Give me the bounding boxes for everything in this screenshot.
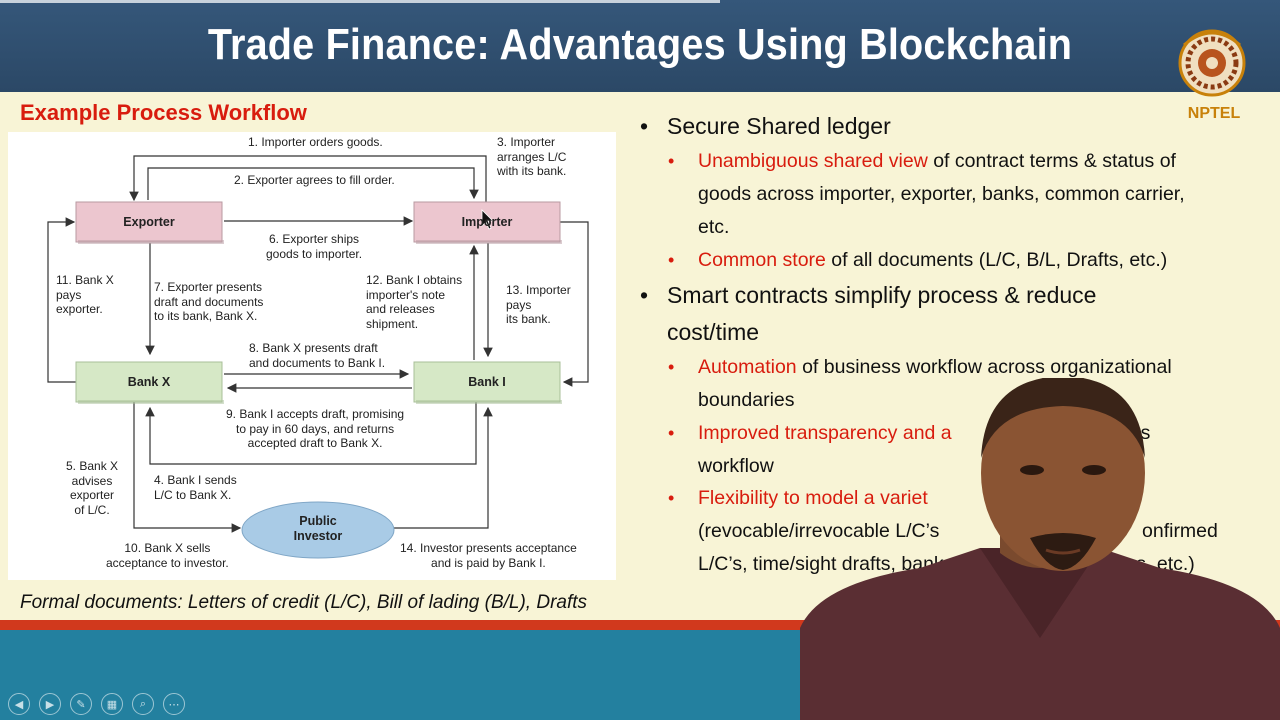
step-4-label: 4. Bank I sends L/C to Bank X. — [154, 473, 237, 502]
slide-title: Trade Finance: Advantages Using Blockcha… — [207, 20, 1073, 69]
step-10-label: 10. Bank X sells acceptance to investor. — [106, 541, 229, 570]
more-icon[interactable]: ⋯ — [163, 693, 185, 715]
arrow-13 — [560, 221, 589, 387]
bullet-flexibility-line2-tail: onfirmed — [1142, 520, 1218, 542]
step-9-label: 9. Bank I accepts draft, promising to pa… — [226, 407, 405, 450]
next-icon[interactable]: ▶ — [39, 693, 61, 715]
title-bar-top-line — [0, 0, 720, 3]
formal-documents-caption: Formal documents: Letters of credit (L/C… — [20, 592, 588, 613]
step-2-label: 2. Exporter agrees to fill order. — [234, 173, 395, 187]
step-5-label: 5. Bank X advises exporter of L/C. — [66, 459, 119, 517]
bank-x-label: Bank X — [127, 375, 171, 389]
step-7-label: 7. Exporter presents draft and documents… — [154, 280, 264, 323]
bullet-flexibility: •Flexibility to model a variet — [668, 487, 928, 509]
arrow-14 — [394, 406, 493, 529]
workflow-diagram: Exporter Importer Bank X Bank I Public I… — [8, 132, 616, 580]
step-3-label: 3. Importer arranges L/C with its bank. — [497, 135, 567, 178]
nptel-logo-icon — [1178, 29, 1246, 97]
slides-icon[interactable]: ▦ — [101, 693, 123, 715]
bullet-flexibility-line2: (revocable/irrevocable L/C’s — [698, 520, 940, 542]
bullet-shared-view-line2: goods across importer, exporter, banks, … — [698, 183, 1185, 205]
bank-i-label: Bank I — [468, 375, 506, 389]
bullet-flexibility-line3: L/C’s, time/sight drafts, bank — [698, 553, 944, 575]
step-8-label: 8. Bank X presents draft and documents t… — [249, 341, 386, 370]
bullet-transparency-line2: workflow — [698, 455, 774, 477]
bullet-transparency: •Improved transparency and a — [668, 422, 952, 444]
step-14-label: 14. Investor presents acceptance and is … — [400, 541, 577, 570]
bullet-shared-view: •Unambiguous shared view of contract ter… — [668, 150, 1176, 172]
arrow-11 — [47, 217, 76, 383]
exporter-label: Exporter — [123, 215, 175, 229]
bullet-automation-line2: boundaries — [698, 389, 795, 411]
arrow-1 — [129, 155, 487, 202]
nptel-logo-label: NPTEL — [1187, 105, 1241, 122]
arrow-4 — [145, 402, 477, 465]
step-11-label: 11. Bank X pays exporter. — [56, 273, 114, 316]
pen-icon[interactable]: ✎ — [70, 693, 92, 715]
step-1-label: 1. Importer orders goods. — [248, 135, 383, 149]
arrow-2 — [147, 167, 479, 200]
slide-toolbar: ◀ ▶ ✎ ▦ ⌕ ⋯ — [8, 693, 185, 715]
bullet-common-store: •Common store of all documents (L/C, B/L… — [668, 249, 1168, 271]
investor-oval — [241, 501, 395, 559]
arrow-5 — [133, 402, 242, 533]
importer-label: Importer — [461, 215, 513, 229]
prev-icon[interactable]: ◀ — [8, 693, 30, 715]
step-12-label: 12. Bank I obtains importer's note and r… — [366, 273, 463, 331]
step-13-label: 13. Importer pays its bank. — [506, 283, 571, 326]
presenter-video — [800, 378, 1280, 720]
bullet-automation: •Automation of business workflow across … — [668, 356, 1172, 378]
exporter-box — [75, 201, 223, 243]
investor-label: Public Investor — [293, 514, 343, 543]
bank-i-box — [413, 361, 561, 403]
mouse-cursor-icon — [481, 209, 494, 230]
workflow-diagram-lines — [47, 155, 589, 559]
section-heading: Example Process Workflow — [20, 100, 307, 125]
bullet-shared-view-line3: etc. — [698, 216, 730, 238]
zoom-icon[interactable]: ⌕ — [132, 693, 154, 715]
step-6-label: 6. Exporter ships goods to importer. — [266, 232, 363, 261]
title-bar: Trade Finance: Advantages Using Blockcha… — [0, 0, 1280, 92]
footer-red-band — [0, 620, 1280, 630]
